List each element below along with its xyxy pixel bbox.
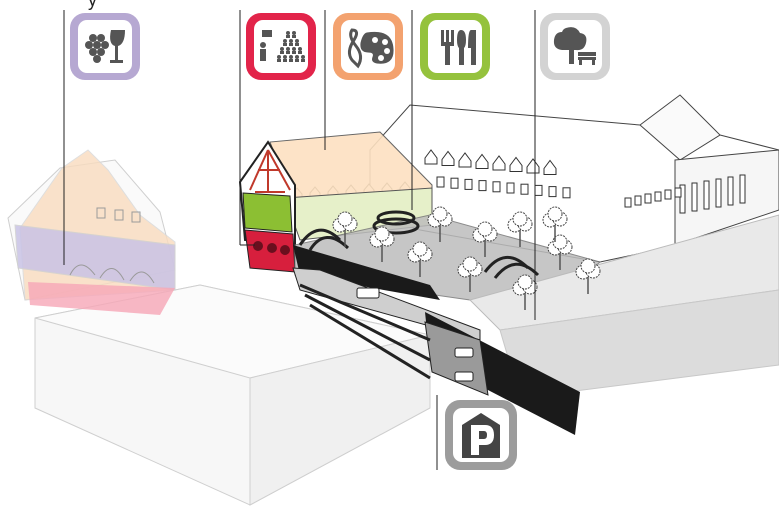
fork-knife-icon	[420, 13, 490, 80]
restaurant-floor-cutaway	[243, 193, 292, 232]
tree-bench-icon	[540, 13, 610, 80]
wine-house-building	[15, 150, 175, 315]
music-palette-icon	[333, 13, 403, 80]
wine-grapes-icon	[70, 13, 140, 80]
audience-lecture-icon	[246, 13, 316, 80]
parking-garage-icon	[445, 400, 517, 470]
